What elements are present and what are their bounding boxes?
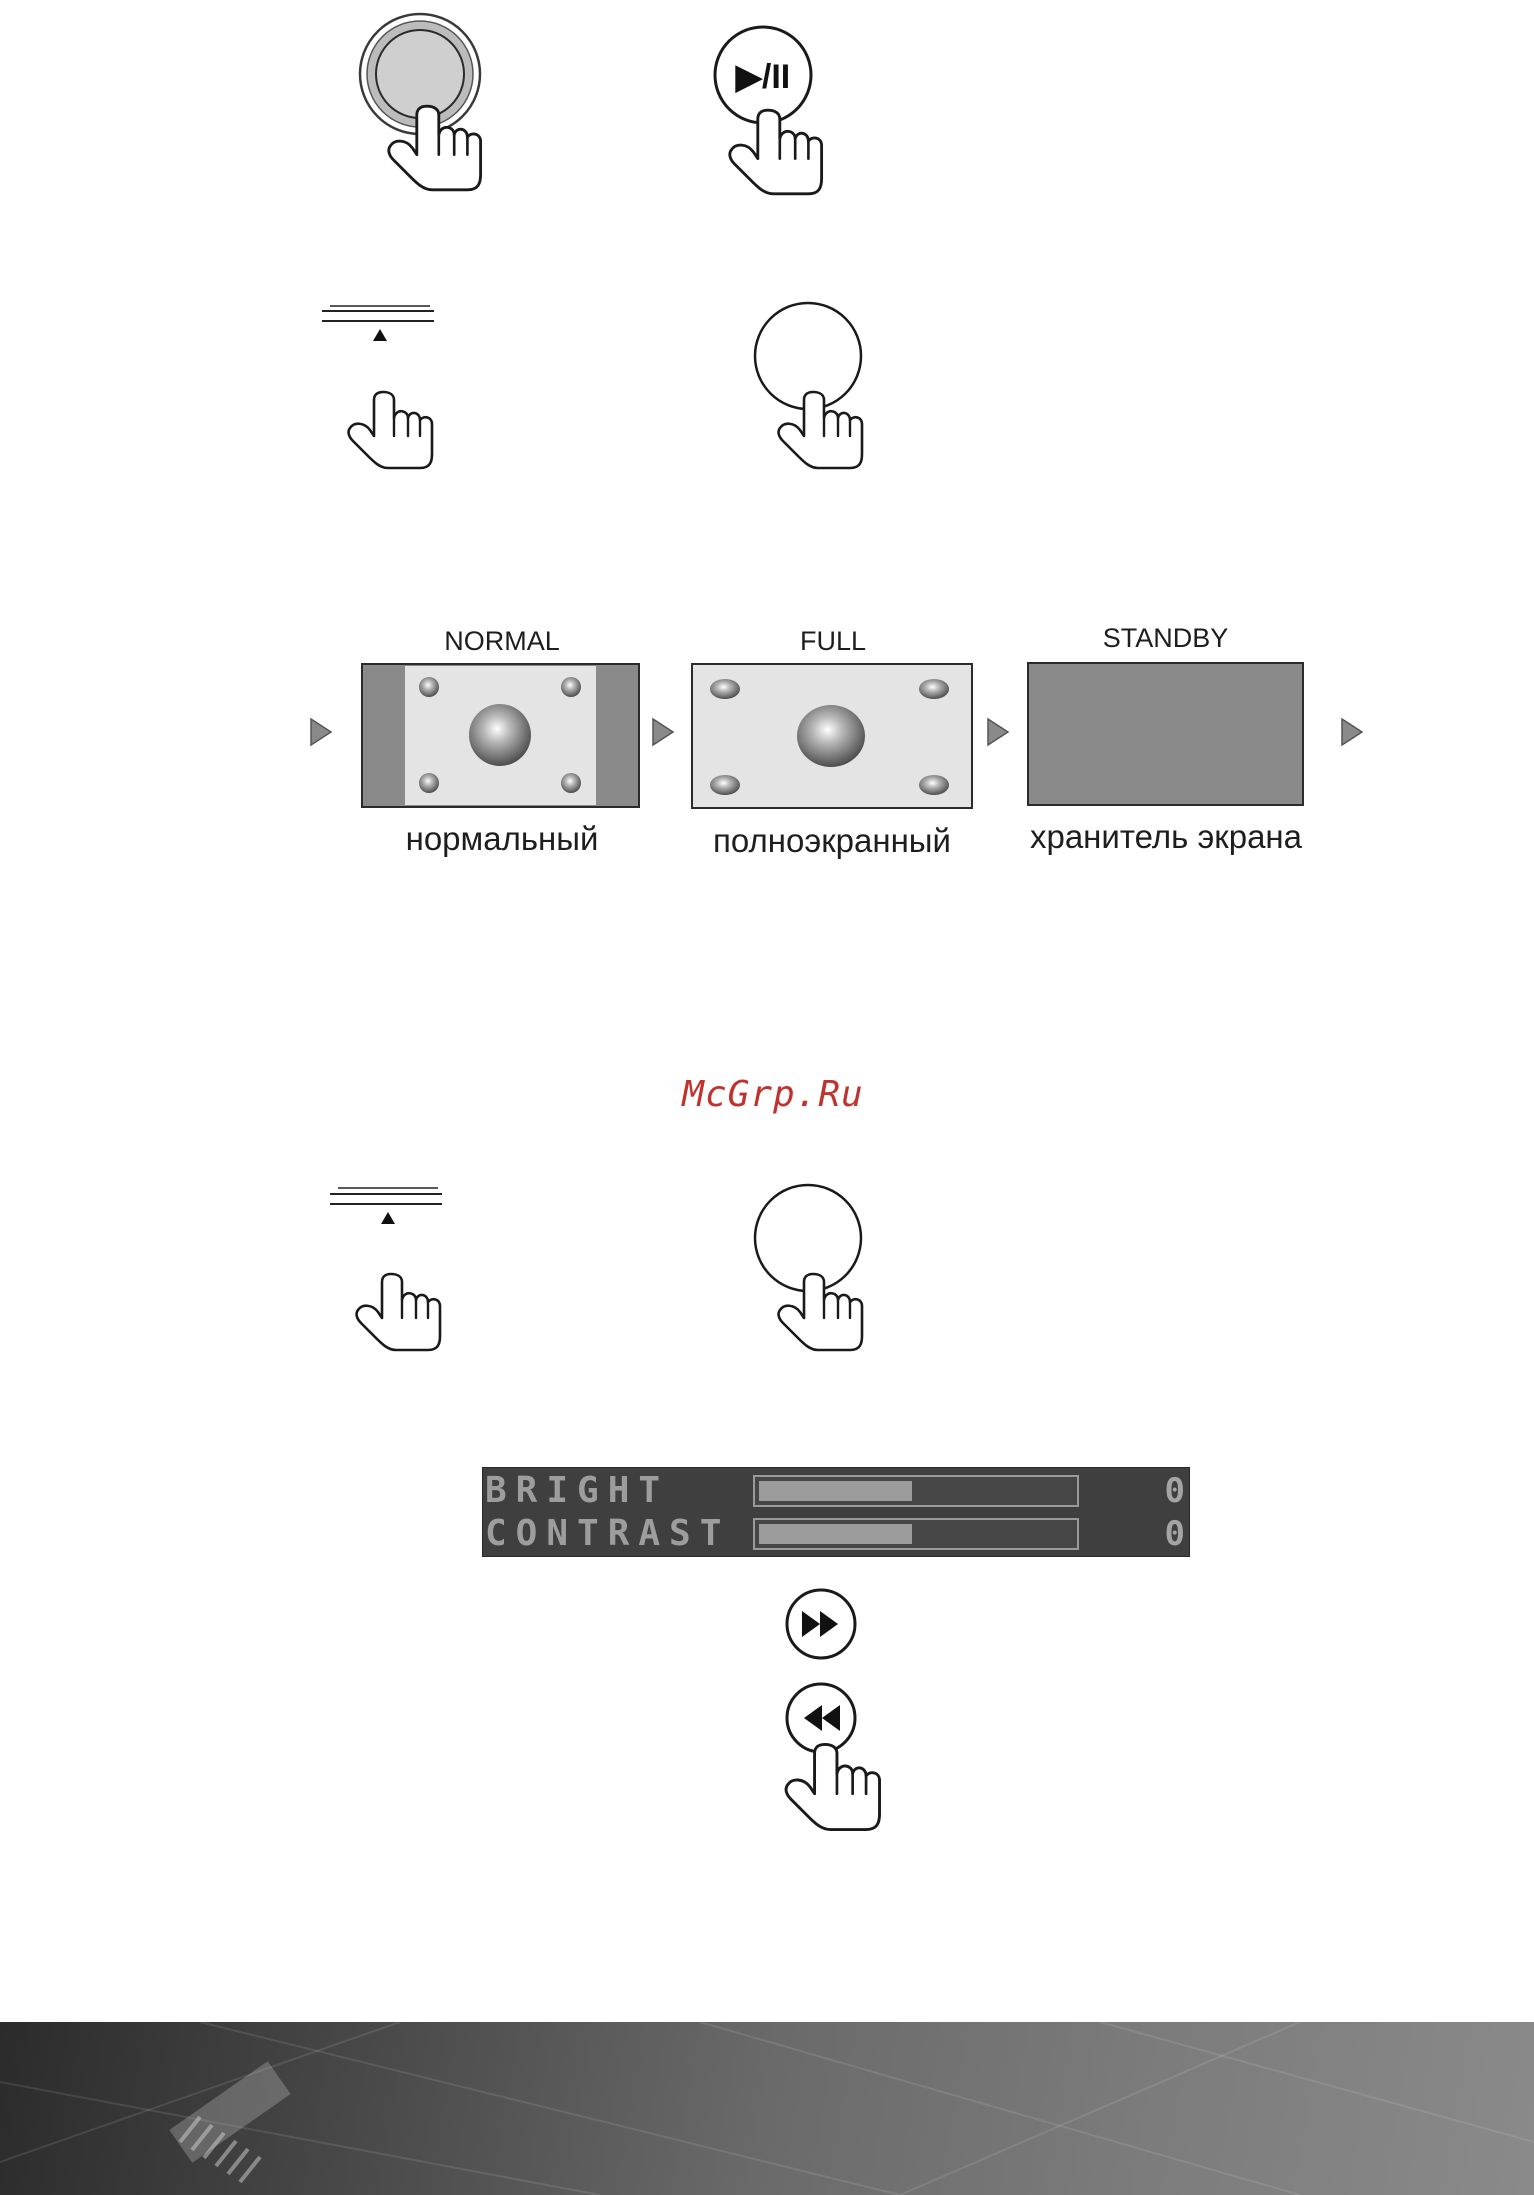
slider-icon[interactable] bbox=[320, 298, 440, 348]
mode-caption-normal: нормальный bbox=[362, 820, 642, 858]
osd-panel: BRIGHT 0 CONTRAST 0 bbox=[482, 1467, 1190, 1557]
mode-label-standby: STANDBY bbox=[1027, 623, 1304, 654]
pointing-hand-icon bbox=[375, 104, 485, 192]
pointing-hand-icon bbox=[344, 1270, 444, 1354]
osd-level-fill bbox=[759, 1524, 912, 1544]
slider-icon[interactable] bbox=[328, 1182, 448, 1232]
osd-value: 0 bbox=[1165, 1514, 1185, 1554]
triangle-right-icon bbox=[1340, 717, 1364, 747]
triangle-up-icon bbox=[381, 1212, 395, 1224]
pointing-hand-icon bbox=[766, 388, 866, 472]
footer-decoration bbox=[0, 2022, 1534, 2195]
screen-normal bbox=[361, 663, 640, 808]
osd-level-fill bbox=[759, 1481, 912, 1501]
osd-value: 0 bbox=[1165, 1471, 1185, 1511]
screen-standby bbox=[1027, 662, 1304, 806]
fast-forward-button[interactable] bbox=[784, 1587, 858, 1661]
mode-caption-full: полноэкранный bbox=[672, 822, 992, 860]
mode-label-normal: NORMAL bbox=[362, 626, 642, 657]
triangle-right-icon bbox=[986, 717, 1010, 747]
pointing-hand-icon bbox=[772, 1742, 884, 1832]
screen-full bbox=[691, 663, 973, 809]
triangle-right-icon bbox=[309, 717, 333, 747]
osd-level-bar[interactable] bbox=[753, 1475, 1079, 1507]
watermark-text: McGrp.Ru bbox=[617, 1074, 929, 1115]
pointing-hand-icon bbox=[766, 1270, 866, 1354]
pointing-hand-icon bbox=[336, 388, 436, 472]
pointing-hand-icon bbox=[716, 108, 826, 196]
mode-caption-standby: хранитель экрана bbox=[1000, 818, 1332, 856]
osd-level-bar[interactable] bbox=[753, 1518, 1079, 1550]
osd-label: BRIGHT bbox=[485, 1471, 669, 1511]
mode-label-full: FULL bbox=[692, 626, 974, 657]
osd-row-contrast: CONTRAST 0 bbox=[483, 1514, 1189, 1554]
osd-label: CONTRAST bbox=[485, 1514, 730, 1554]
triangle-right-icon bbox=[651, 717, 675, 747]
osd-row-bright: BRIGHT 0 bbox=[483, 1471, 1189, 1511]
triangle-up-icon bbox=[373, 329, 387, 341]
play-pause-icon: ▶/II bbox=[735, 58, 791, 96]
